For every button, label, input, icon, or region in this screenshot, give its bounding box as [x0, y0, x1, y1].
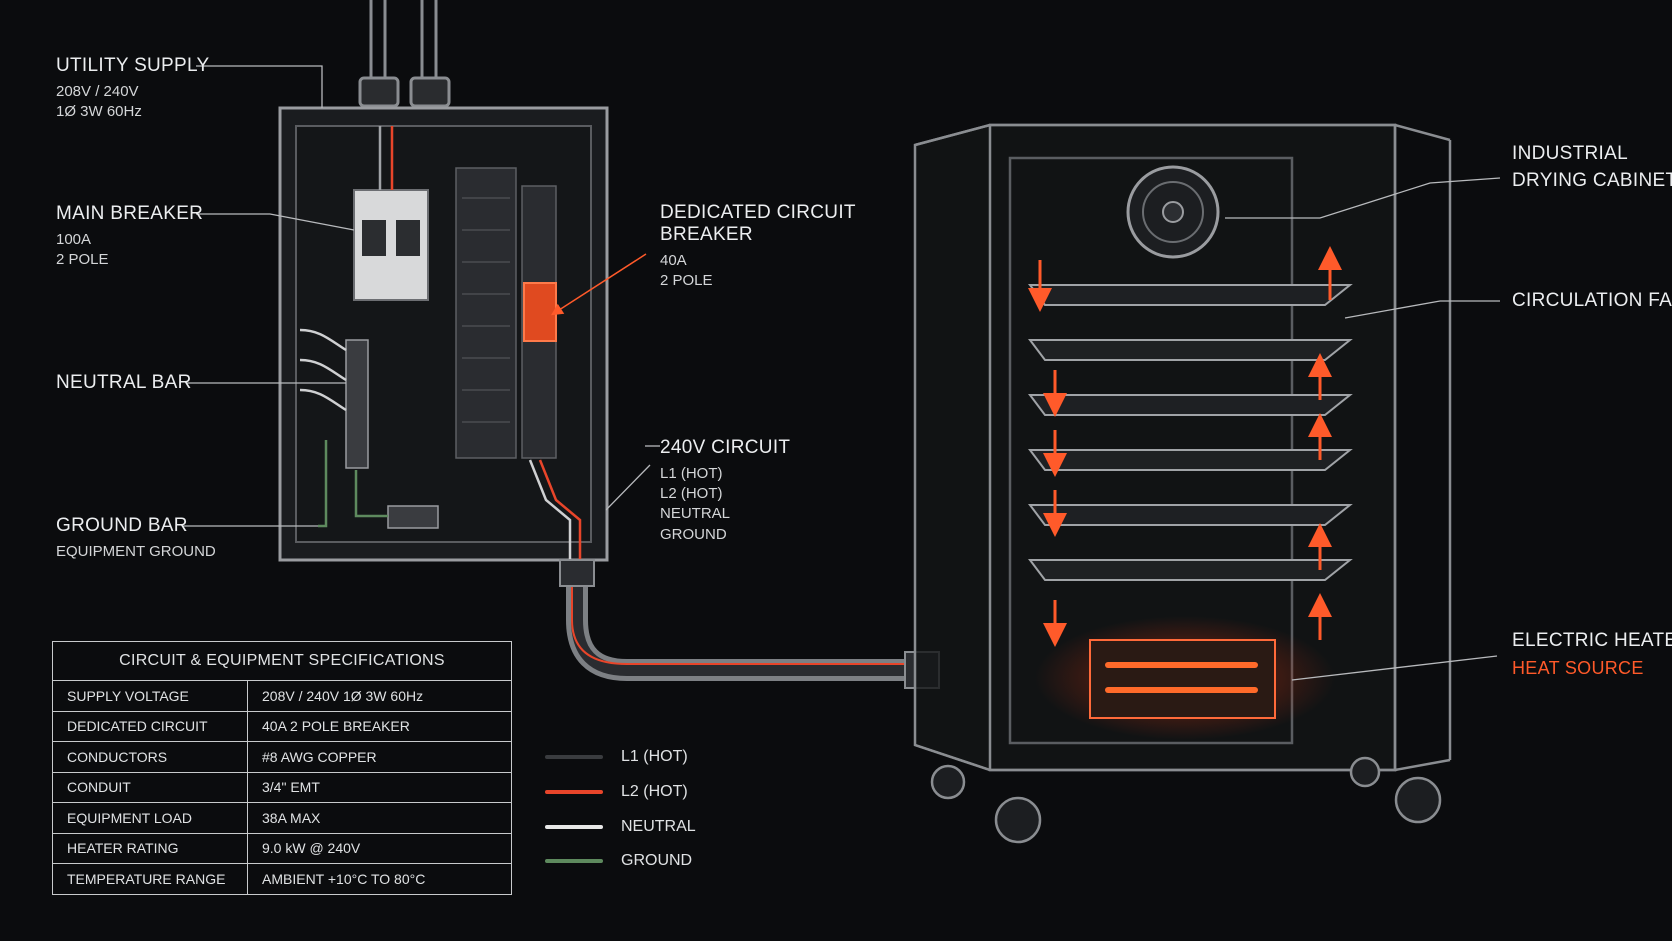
- utility-supply-line-1: 208V / 240V: [56, 82, 139, 100]
- dedicated-breaker-line-1: 40A: [660, 251, 687, 269]
- casters: [930, 756, 1442, 844]
- drying-cabinet-title-1: INDUSTRIAL: [1512, 143, 1628, 164]
- main-breaker: [353, 189, 429, 301]
- circuit-240v-title: 240V CIRCUIT: [660, 437, 791, 458]
- legend-swatch: [545, 755, 603, 759]
- spec-value: AMBIENT +10°C TO 80°C: [247, 863, 512, 895]
- spec-key: DEDICATED CIRCUIT: [52, 710, 248, 742]
- dedicated-breaker-title-2: BREAKER: [660, 223, 753, 245]
- breaker-pointer: [550, 253, 647, 316]
- spec-value: #8 AWG COPPER: [247, 741, 512, 773]
- spec-key: CONDUIT: [52, 771, 248, 803]
- conduit: [559, 559, 940, 689]
- airflow-arrows: [1028, 246, 1342, 647]
- main-breaker-title: MAIN BREAKER: [56, 203, 204, 224]
- utility-supply-label: UTILITY SUPPLY 208V / 240V 1Ø 3W 60Hz: [56, 55, 209, 120]
- electric-heater-sub: HEAT SOURCE: [1512, 657, 1644, 678]
- circuit-240v-line-1: L1 (HOT): [660, 464, 723, 482]
- spec-table: CIRCUIT & EQUIPMENT SPECIFICATIONS SUPPL…: [52, 641, 512, 895]
- legend-label: L2 (HOT): [621, 783, 688, 800]
- legend-item-l1: L1 (HOT): [545, 748, 688, 766]
- utility-supply-line-2: 1Ø 3W 60Hz: [56, 103, 142, 121]
- spec-key: EQUIPMENT LOAD: [52, 802, 248, 834]
- spec-value: 3/4" EMT: [247, 771, 512, 803]
- circuit-240v-label: 240V CIRCUIT L1 (HOT) L2 (HOT) NEUTRAL G…: [660, 437, 790, 543]
- dedicated-breaker-line-2: 2 POLE: [660, 271, 713, 289]
- circuit-240v-line-4: GROUND: [660, 525, 727, 543]
- circulation-fan-title: CIRCULATION FAN: [1512, 290, 1672, 311]
- ground-bar-title: GROUND BAR: [56, 515, 188, 536]
- electric-heater-label: ELECTRIC HEATER HEAT SOURCE: [1512, 630, 1672, 679]
- spec-value: 208V / 240V 1Ø 3W 60Hz: [247, 680, 512, 712]
- dedicated-breaker: [523, 282, 557, 342]
- electrical-panel: [278, 106, 609, 562]
- spec-key: TEMPERATURE RANGE: [52, 863, 248, 895]
- main-breaker-line-2: 2 POLE: [56, 251, 109, 269]
- circulation-fan: [1126, 165, 1220, 259]
- legend-swatch: [545, 825, 603, 829]
- circuit-240v-line-3: NEUTRAL: [660, 505, 731, 523]
- utility-supply-title: UTILITY SUPPLY: [56, 55, 210, 76]
- spec-value: 40A 2 POLE BREAKER: [247, 710, 512, 742]
- table-row: CONDUCTORS#8 AWG COPPER: [52, 741, 512, 773]
- circuit-240v-line-2: L2 (HOT): [660, 485, 723, 503]
- spec-key: HEATER RATING: [52, 832, 248, 864]
- legend-label: L1 (HOT): [621, 748, 688, 765]
- dedicated-breaker-title-1: DEDICATED CIRCUIT: [660, 202, 856, 223]
- spec-value: 38A MAX: [247, 802, 512, 834]
- legend-label: NEUTRAL: [621, 818, 696, 835]
- legend-item-l2: L2 (HOT): [545, 783, 688, 801]
- neutral-bar-title: NEUTRAL BAR: [56, 372, 192, 393]
- legend-item-neutral: NEUTRAL: [545, 818, 696, 836]
- spec-key: SUPPLY VOLTAGE: [52, 680, 248, 712]
- utility-conduits: [358, 0, 451, 108]
- drying-cabinet-title-2: DRYING CABINET: [1512, 169, 1672, 191]
- electric-heater: [1035, 616, 1335, 740]
- dedicated-breaker-label: DEDICATED CIRCUIT BREAKER 40A 2 POLE: [660, 202, 856, 289]
- ground-bar-label: GROUND BAR EQUIPMENT GROUND: [56, 515, 216, 560]
- panel-wiring: [299, 126, 582, 560]
- ground-bar-line-1: EQUIPMENT GROUND: [56, 542, 216, 560]
- legend-item-ground: GROUND: [545, 852, 692, 870]
- drying-cabinet-label: INDUSTRIAL DRYING CABINET: [1512, 143, 1672, 192]
- shelves: [1028, 284, 1353, 581]
- legend-swatch: [545, 790, 603, 794]
- breaker-slots: [462, 197, 510, 423]
- legend-swatch: [545, 859, 603, 863]
- legend-label: GROUND: [621, 852, 693, 869]
- main-breaker-label: MAIN BREAKER 100A 2 POLE: [56, 203, 203, 268]
- ground-bar: [387, 505, 439, 529]
- neutral-bar: [345, 339, 369, 469]
- spec-table-title: CIRCUIT & EQUIPMENT SPECIFICATIONS: [52, 641, 512, 681]
- leader-lines: [182, 65, 1501, 681]
- electric-heater-title: ELECTRIC HEATER: [1512, 630, 1672, 651]
- main-breaker-line-1: 100A: [56, 230, 92, 248]
- spec-value: 9.0 kW @ 240V: [247, 832, 512, 864]
- spec-key: CONDUCTORS: [52, 741, 248, 773]
